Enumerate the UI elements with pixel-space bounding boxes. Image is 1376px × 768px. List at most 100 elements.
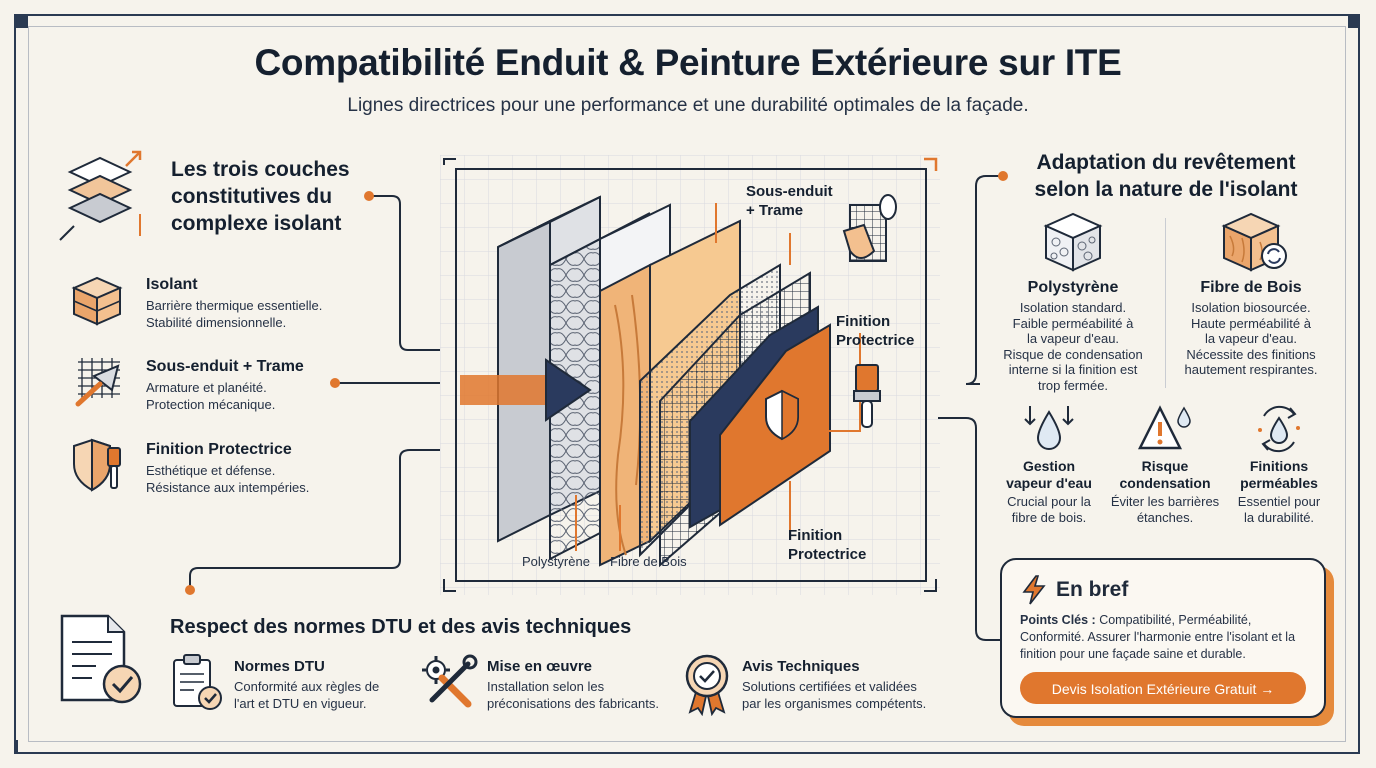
- polystyrene-cube-icon: [1043, 212, 1103, 272]
- polystyrene-label: Polystyrène: [522, 554, 590, 569]
- water-vapor-icon: [1024, 406, 1074, 450]
- point-title: Finitions perméables: [1224, 458, 1334, 492]
- point-desc: Éviter les barrières étanches.: [1104, 494, 1226, 526]
- cycle-drop-icon: [1258, 405, 1300, 453]
- layer-desc: Barrière thermique essentielle. Stabilit…: [146, 297, 322, 331]
- point-desc: Essentiel pour la durabilité.: [1224, 494, 1334, 526]
- connector-dot: [185, 585, 195, 595]
- shield-brush-icon: [73, 438, 121, 492]
- layer-desc-line: Esthétique et défense.: [146, 463, 276, 478]
- summary-label: Points Clés :: [1020, 613, 1096, 627]
- norm-title: Avis Techniques: [742, 658, 860, 675]
- point-desc-line: la durabilité.: [1243, 510, 1315, 525]
- corner-mark: [1348, 16, 1360, 28]
- label-line: Finition: [836, 313, 891, 330]
- warning-triangle-icon: [1137, 405, 1191, 450]
- norm-desc-line: Solutions certifiées et validées: [742, 679, 917, 694]
- connector-dot: [998, 171, 1008, 181]
- finition-label-top: Finition Protectrice: [836, 312, 914, 350]
- wood-fiber-cube-icon: [1221, 212, 1287, 272]
- material-desc: Isolation standard. Faible perméabilité …: [990, 300, 1156, 393]
- adaptation-heading-line: selon la nature de l'isolant: [1034, 178, 1298, 201]
- point-desc-line: fibre de bois.: [1011, 510, 1087, 525]
- norm-desc-line: Installation selon les: [487, 679, 605, 694]
- fibre-bois-label: Fibre de Bois: [610, 554, 687, 569]
- corner-mark: [1346, 740, 1360, 754]
- summary-card: En bref Points Clés : Compatibilité, Per…: [1000, 558, 1326, 718]
- finition-label-bottom: Finition Protectrice: [788, 526, 866, 564]
- layer-title: Finition Protectrice: [146, 441, 292, 458]
- sous-enduit-label: Sous-enduit + Trame: [746, 182, 833, 220]
- point-title-line: condensation: [1119, 475, 1211, 491]
- certified-badge-icon: [685, 654, 729, 716]
- layer-desc-line: Protection mécanique.: [146, 397, 276, 412]
- material-title: Fibre de Bois: [1200, 279, 1302, 296]
- point-title: Risque condensation: [1108, 458, 1222, 492]
- layer-title: Sous-enduit + Trame: [146, 358, 304, 375]
- layer-desc-line: Barrière thermique essentielle.: [146, 298, 323, 313]
- norms-heading: Respect des normes DTU et des avis techn…: [170, 616, 632, 638]
- layer-title: Isolant: [146, 276, 198, 293]
- material-desc: Isolation biosourcée. Haute perméabilité…: [1170, 300, 1332, 378]
- corner-mark: [16, 740, 30, 754]
- layers-heading: Les trois couches constitutives du compl…: [171, 156, 350, 237]
- point-title-line: Gestion: [1022, 458, 1076, 474]
- gear-wrench-icon: [422, 654, 478, 708]
- material-desc-line: Isolation biosourcée.: [1191, 300, 1311, 315]
- layers-heading-line: Les trois couches: [171, 158, 350, 181]
- material-desc-line: hautement respirantes.: [1184, 362, 1318, 377]
- connector-dot: [330, 378, 340, 388]
- page-frame-inner: [28, 26, 1346, 742]
- summary-title: En bref: [1056, 578, 1129, 601]
- material-desc-line: Faible perméabilité à: [1012, 315, 1134, 331]
- norm-desc-line: Conformité aux règles de: [234, 679, 380, 694]
- adaptation-heading: Adaptation du revêtement selon la nature…: [1018, 149, 1314, 203]
- layers-stack-icon: [59, 150, 142, 241]
- norm-desc: Installation selon les préconisations de…: [487, 678, 659, 712]
- summary-body: Compatibilité, Perméabilité, Conformité.…: [1020, 613, 1296, 661]
- norm-desc-line: préconisations des fabricants.: [487, 696, 659, 711]
- norm-desc-line: l'art et DTU en vigueur.: [234, 696, 367, 711]
- material-desc-line: la vapeur d'eau.: [1204, 331, 1298, 346]
- norm-desc: Conformité aux règles de l'art et DTU en…: [234, 678, 379, 712]
- material-desc-line: Nécessite des finitions: [1186, 346, 1316, 362]
- clipboard-check-icon: [173, 654, 222, 710]
- wall-section-diagram: [440, 155, 940, 595]
- norm-desc: Solutions certifiées et validées par les…: [742, 678, 926, 712]
- layer-desc-line: Stabilité dimensionnelle.: [146, 315, 287, 330]
- material-desc-line: Haute perméabilité à: [1191, 315, 1311, 331]
- material-desc-line: trop fermée.: [1037, 377, 1109, 393]
- page-subtitle: Lignes directrices pour une performance …: [347, 95, 1029, 116]
- lightning-icon: [1022, 575, 1046, 605]
- layer-desc-line: Armature et planéité.: [146, 380, 267, 395]
- norm-desc-line: par les organismes compétents.: [742, 696, 927, 711]
- material-desc-line: interne si la finition est: [1008, 362, 1138, 377]
- layers-heading-line: constitutives du: [171, 185, 333, 208]
- trowel-mesh-icon: [75, 358, 120, 407]
- label-line: Finition: [788, 527, 843, 544]
- material-desc-line: Isolation standard.: [1019, 300, 1127, 315]
- label-line: + Trame: [746, 202, 804, 219]
- point-title-line: perméables: [1240, 475, 1318, 491]
- layer-desc-line: Résistance aux intempéries.: [146, 480, 310, 495]
- page-frame: [14, 14, 1360, 754]
- point-title: Gestion vapeur d'eau: [994, 458, 1104, 492]
- page-title: Compatibilité Enduit & Peinture Extérieu…: [254, 42, 1122, 83]
- material-desc-line: Risque de condensation: [1003, 346, 1143, 362]
- norm-title: Normes DTU: [234, 658, 325, 675]
- insulation-stack-icon: [71, 276, 123, 326]
- label-line: Protectrice: [836, 332, 915, 349]
- point-desc-line: étanches.: [1136, 510, 1194, 525]
- point-title-line: Finitions: [1249, 458, 1309, 474]
- point-title-line: Risque: [1141, 458, 1189, 474]
- materials-divider: [1165, 218, 1166, 388]
- norm-title: Mise en œuvre: [487, 658, 593, 675]
- label-line: Sous-enduit: [746, 183, 833, 200]
- material-title: Polystyrène: [1027, 279, 1119, 296]
- layer-desc: Esthétique et défense. Résistance aux in…: [146, 462, 309, 496]
- quote-button[interactable]: Devis Isolation Extérieure Gratuit →: [1020, 672, 1306, 704]
- connector-dot: [364, 191, 374, 201]
- layers-heading-line: complexe isolant: [171, 212, 342, 235]
- point-desc-line: Crucial pour la: [1007, 494, 1091, 509]
